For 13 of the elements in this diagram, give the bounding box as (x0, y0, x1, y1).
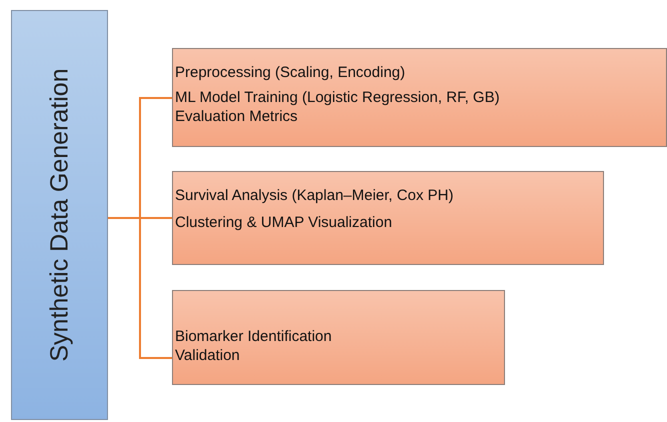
title-bar (11, 10, 108, 420)
vertical-title: Synthetic Data Generation (45, 68, 74, 362)
process-box (172, 48, 667, 147)
connector-line (108, 217, 172, 359)
process-box (172, 290, 505, 385)
process-box (172, 171, 604, 265)
box-text: Preprocessing (Scaling, Encoding) (175, 63, 406, 82)
box-text: Survival Analysis (Kaplan–Meier, Cox PH) (175, 186, 454, 205)
box-text: Evaluation Metrics (175, 107, 298, 126)
box-text: Biomarker Identification (175, 327, 332, 346)
box-text: Clustering & UMAP Visualization (175, 213, 392, 232)
box-text: ML Model Training (Logistic Regression, RF, GB) (175, 88, 500, 107)
box-text: Validation (175, 346, 240, 365)
